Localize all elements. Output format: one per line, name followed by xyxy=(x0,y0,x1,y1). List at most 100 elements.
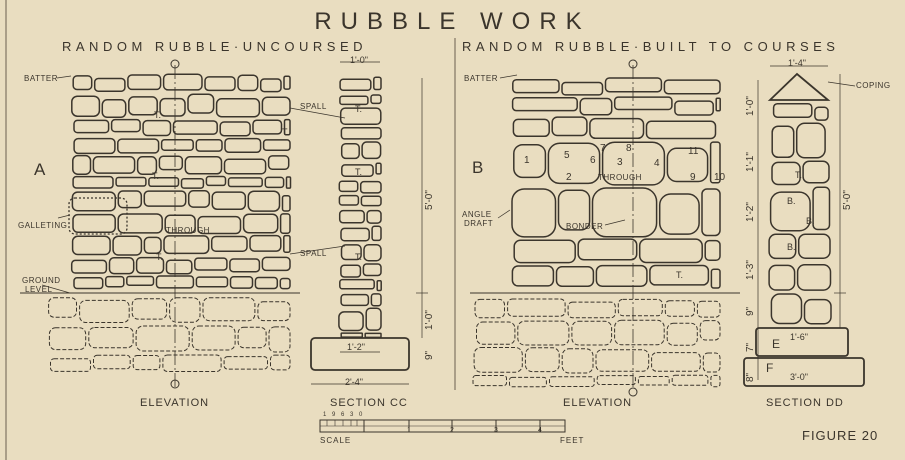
rubble-stone xyxy=(340,244,362,261)
dim-dd-course-5: 9" xyxy=(745,306,756,316)
rubble-stone xyxy=(162,73,203,91)
rubble-stone xyxy=(340,293,370,307)
section-cc-footing xyxy=(310,337,410,371)
dim-dd-course-7: 8" xyxy=(745,372,756,382)
rubble-stone xyxy=(513,239,576,264)
rubble-stone xyxy=(252,119,283,135)
through-stone-label: T. xyxy=(355,104,363,114)
rubble-stone xyxy=(127,74,162,91)
rubble-stone xyxy=(376,280,382,292)
foundation-stone xyxy=(162,354,222,372)
dim-cc-below-ground: 1'-0" xyxy=(424,310,435,330)
rubble-stone xyxy=(247,190,281,212)
rubble-stone xyxy=(285,176,292,189)
foundation-stone xyxy=(617,298,663,317)
rubble-stone xyxy=(604,77,663,93)
rubble-stone xyxy=(591,187,658,238)
dim-cc-footing: 2'-4" xyxy=(345,377,363,387)
rubble-stone xyxy=(148,177,180,188)
stone-number-8: 8 xyxy=(626,143,632,154)
rubble-stone xyxy=(802,160,830,184)
rubble-stone xyxy=(366,209,382,224)
caption-elevation-b: ELEVATION xyxy=(563,397,633,409)
label-bonder: BONDER xyxy=(566,222,604,231)
foundation-stone xyxy=(517,320,570,346)
label-through-a: THROUGH xyxy=(166,226,210,235)
rubble-stone xyxy=(555,266,595,287)
rubble-stone xyxy=(557,189,591,231)
rubble-stone xyxy=(261,256,291,272)
galleting-leader xyxy=(57,214,71,219)
rubble-stone xyxy=(128,96,158,116)
rubble-stone xyxy=(72,175,114,189)
rubble-stone xyxy=(92,155,136,174)
dim-dd-course-2: 1'-1" xyxy=(745,152,756,172)
stone-number-10: 10 xyxy=(714,172,726,183)
rubble-stone xyxy=(362,263,382,277)
subtitle-uncoursed: RANDOM RUBBLE·UNCOURSED xyxy=(62,39,368,54)
rubble-stone xyxy=(511,265,555,287)
rubble-stone xyxy=(160,138,194,151)
elevation-a-stones xyxy=(70,73,292,290)
rubble-stone xyxy=(803,298,832,325)
foundation-stone xyxy=(48,297,77,318)
through-stone-label: T. xyxy=(156,252,164,262)
scale-tick-4: 4 xyxy=(538,427,542,434)
rubble-stone xyxy=(219,121,251,137)
scale-tick-2: 2 xyxy=(450,427,454,434)
foundation-stone xyxy=(223,356,269,370)
rubble-stone xyxy=(126,275,155,286)
foundation-stone xyxy=(614,319,665,346)
rubble-stone xyxy=(772,102,813,118)
label-footing-f: F xyxy=(766,361,774,375)
rubble-stone xyxy=(360,195,382,207)
rubble-stone xyxy=(638,238,703,264)
rubble-stone xyxy=(796,264,832,291)
rubble-stone xyxy=(561,81,604,96)
rubble-stone xyxy=(259,78,282,93)
rubble-stone xyxy=(666,147,709,183)
rubble-stone xyxy=(93,77,126,92)
label-angle: ANGLE xyxy=(462,210,492,219)
rubble-stone xyxy=(237,74,259,92)
batter-leader-a xyxy=(56,75,72,79)
rubble-stone xyxy=(184,156,223,175)
label-spall-2: SPALL xyxy=(300,249,327,258)
foundation-stone xyxy=(169,297,201,323)
rubble-stone xyxy=(710,268,721,289)
ground-leader xyxy=(41,284,71,294)
stone-number-9: 9 xyxy=(690,172,696,183)
label-ground: GROUND xyxy=(22,276,61,285)
rubble-stone xyxy=(165,259,193,275)
rubble-stone xyxy=(71,191,117,212)
stone-number-2: 2 xyxy=(566,172,572,183)
dim-dd-f: 3'-0" xyxy=(790,372,808,382)
rubble-stone xyxy=(370,94,382,105)
rubble-stone xyxy=(373,76,382,91)
caption-elevation-a: ELEVATION xyxy=(140,397,210,409)
rubble-stone xyxy=(281,195,291,212)
stone-number-1: 1 xyxy=(524,155,530,166)
rubble-stone xyxy=(513,143,547,179)
rubble-stone xyxy=(70,259,108,274)
label-a: A xyxy=(34,160,46,179)
rubble-stone xyxy=(511,96,578,112)
rubble-stone xyxy=(279,277,291,290)
foundation-stone xyxy=(50,358,91,372)
bonder-leader xyxy=(604,219,626,226)
rubble-stone xyxy=(339,95,369,106)
rubble-stone xyxy=(674,100,714,116)
foundation-stone xyxy=(270,354,291,371)
figure-number: FIGURE 20 xyxy=(802,428,879,443)
footing-e xyxy=(755,327,849,357)
rubble-stone xyxy=(715,97,721,112)
through-stone-label: T. xyxy=(154,110,162,120)
foundation-stone xyxy=(202,297,256,322)
rubble-stone xyxy=(339,78,372,92)
rubble-stone xyxy=(117,213,163,234)
foundation-stone xyxy=(88,327,134,349)
rubble-stone xyxy=(215,98,261,118)
scale-tick-1: 1 xyxy=(407,427,411,434)
batter-leader-b xyxy=(499,74,518,79)
foundation-stone xyxy=(595,349,650,372)
